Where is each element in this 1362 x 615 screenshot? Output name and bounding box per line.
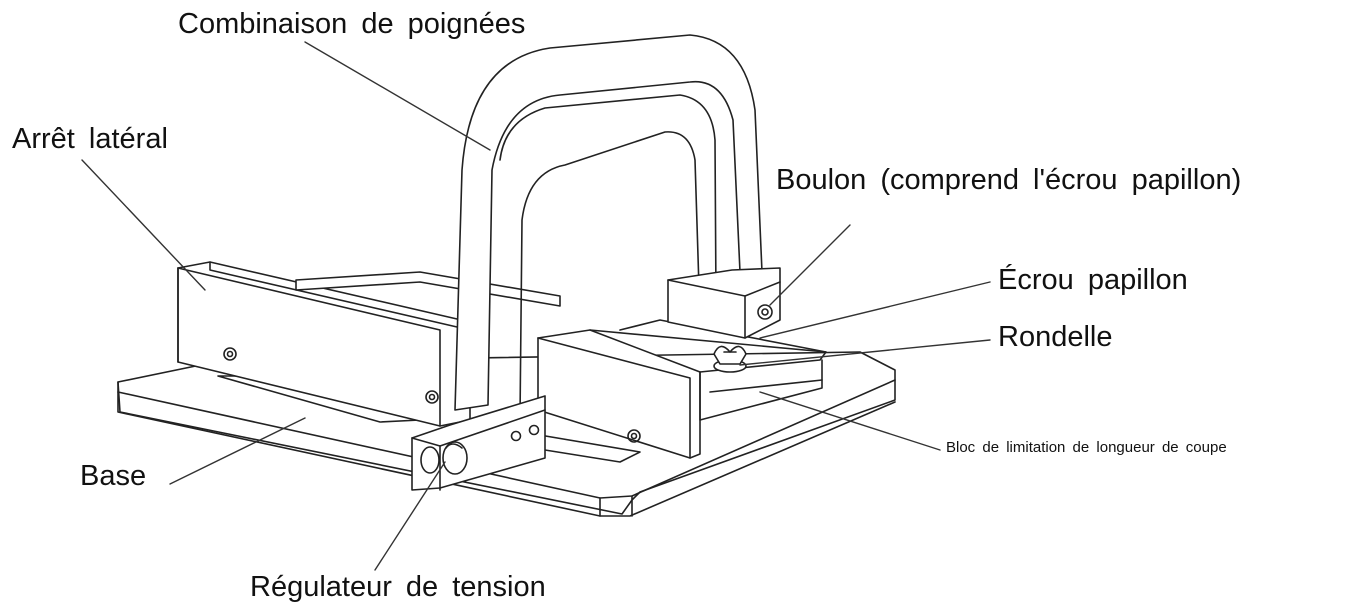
label-base: Base — [80, 460, 147, 492]
label-washer: Rondelle — [998, 321, 1113, 353]
label-bolt: Boulon (comprend l'écrou papillon) — [776, 164, 1242, 196]
wing-nut-and-washer — [713, 345, 747, 373]
bolt-block — [667, 267, 781, 339]
label-length-limit-block: Bloc de limitation de longueur de coupe — [946, 439, 1227, 456]
label-handle-combination: Combinaison de poignées — [178, 8, 526, 40]
handle-frame — [454, 34, 763, 419]
leader-lines — [81, 41, 991, 571]
tension-regulator-housing — [411, 395, 546, 491]
label-wing-nut: Écrou papillon — [998, 264, 1188, 296]
label-side-stop: Arrêt latéral — [12, 123, 168, 155]
label-tension-regulator: Régulateur de tension — [250, 571, 546, 603]
side-stop-fence — [177, 261, 561, 427]
